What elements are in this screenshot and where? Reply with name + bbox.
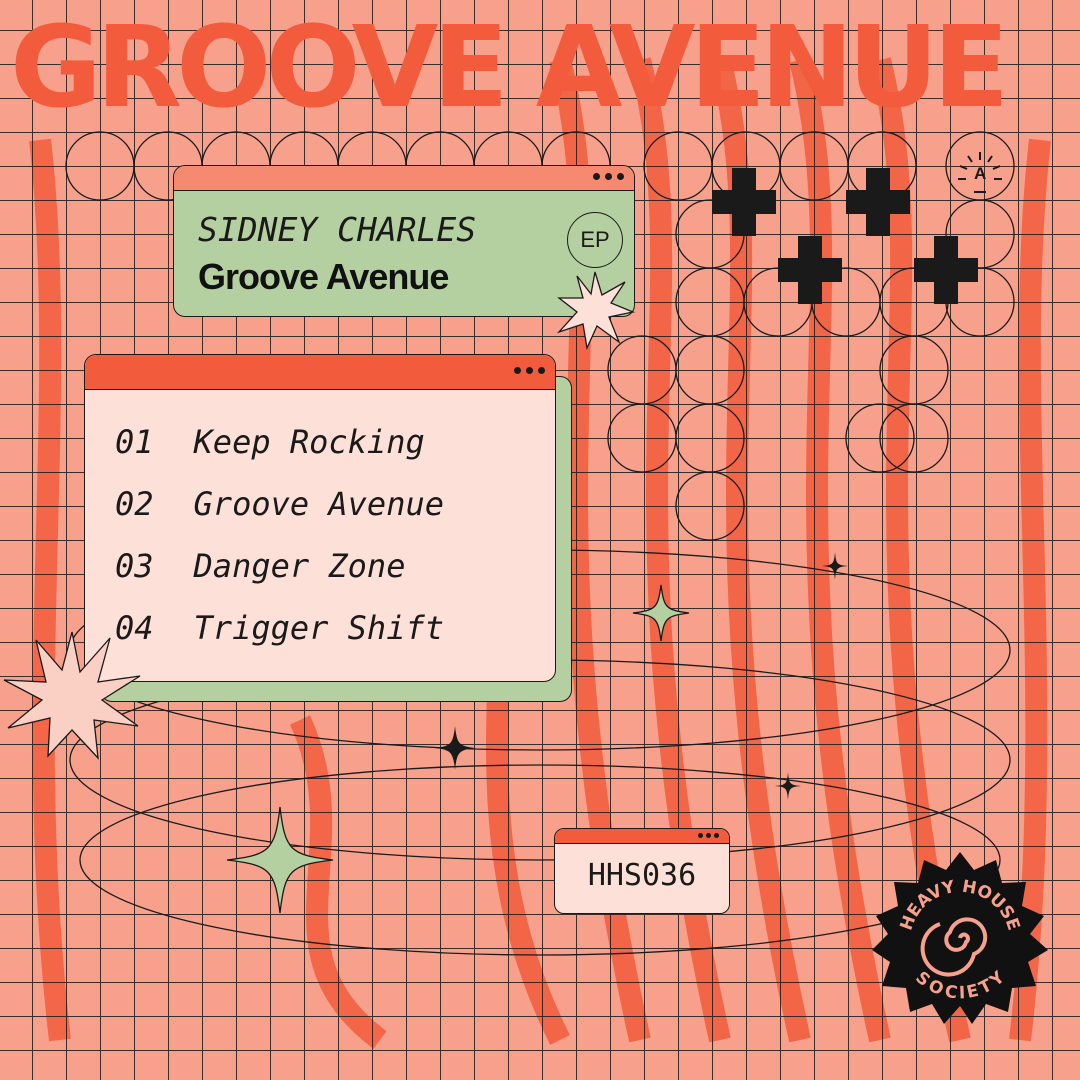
track-row: 01 Keep Rocking [115,423,444,461]
sparkle-black-2 [822,552,848,580]
title-window-bar [174,166,634,191]
window-dots-icon [514,367,545,374]
track-title: Groove Avenue [193,485,444,523]
window-dots-icon [593,173,624,180]
window-dots-icon [698,833,719,838]
track-title: Keep Rocking [193,423,425,461]
ep-badge: EP [567,212,623,268]
track-row: 02 Groove Avenue [115,485,444,523]
sparkle-green-large [226,806,334,914]
release-title: Groove Avenue [198,256,449,297]
catalog-window-bar [555,829,729,844]
track-row: 03 Danger Zone [115,547,444,585]
corner-icon: A [956,150,1004,194]
background-word-top: GROOVE AVENUE [10,3,1009,133]
corner-icon-letter: A [974,164,987,183]
catalog-window: HHS036 [554,828,730,914]
tracklist: 01 Keep Rocking 02 Groove Avenue 03 Danger … [115,423,444,671]
catalog-number: HHS036 [587,858,697,893]
plus-shapes [712,168,978,304]
track-number: 01 [115,423,154,461]
sparkle-black-1 [435,726,475,770]
sparkle-green-small [632,584,690,642]
artist-name: SIDNEY CHARLES [198,210,477,249]
tracklist-window: 01 Keep Rocking 02 Groove Avenue 03 Danger … [84,354,556,682]
track-number: 03 [115,547,154,585]
star-burst-large [3,631,141,760]
sparkle-black-3 [775,772,801,800]
track-title: Danger Zone [193,547,406,585]
tracklist-window-bar [85,355,555,390]
track-title: Trigger Shift [193,609,444,647]
heavy-house-society-logo: HEAVY HOUSE SOCIETY [872,852,1048,1024]
star-burst-small [556,271,635,350]
track-number: 02 [115,485,154,523]
